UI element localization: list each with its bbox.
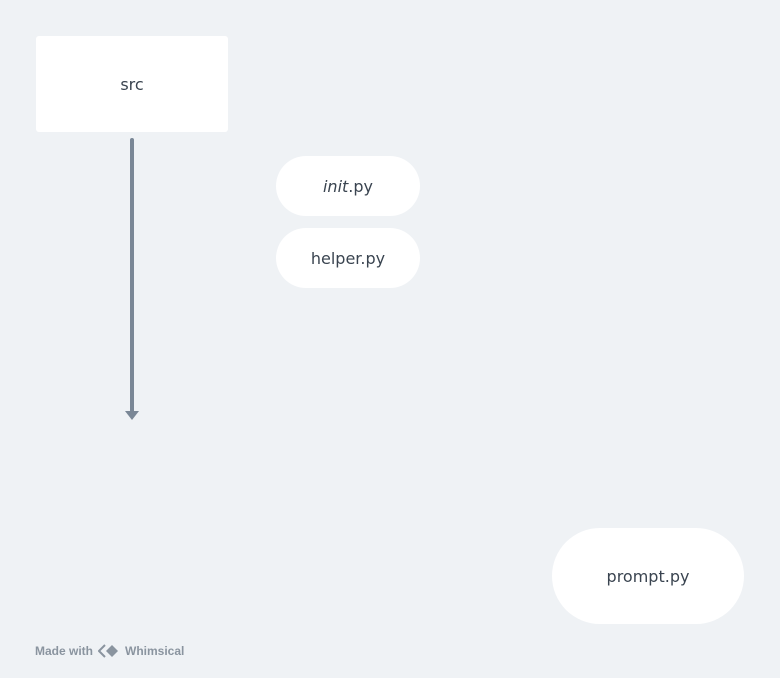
node-init-py-label: init.py: [323, 177, 373, 196]
node-helper-py-label: helper.py: [310, 248, 386, 268]
node-init-py-label-ext: .py: [348, 176, 374, 196]
node-init-py-label-italic: init: [322, 176, 349, 196]
made-with-whimsical-badge[interactable]: Made with Whimsical: [35, 642, 184, 660]
made-with-text: Made with: [35, 644, 94, 658]
node-helper-py[interactable]: helper.py: [276, 228, 420, 288]
node-src-label: src: [120, 74, 144, 94]
whimsical-brand-text: Whimsical: [125, 644, 185, 658]
whimsical-logo-icon: [98, 644, 119, 658]
node-src[interactable]: src: [36, 36, 228, 132]
node-prompt-py[interactable]: prompt.py: [552, 528, 744, 624]
node-prompt-py-label: prompt.py: [606, 566, 690, 586]
node-init-py[interactable]: init.py: [276, 156, 420, 216]
